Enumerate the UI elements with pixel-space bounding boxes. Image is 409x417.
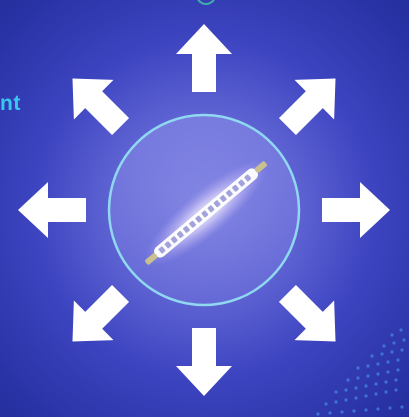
arrow-icon [268, 274, 356, 362]
decorative-swoosh [198, 0, 214, 4]
decorative-dot-pattern [316, 328, 405, 415]
arrow-icon [322, 182, 390, 238]
arrow-icon [53, 274, 141, 362]
arrow-icon [268, 59, 356, 147]
arrow-icon [53, 59, 141, 147]
arrow-icon [176, 24, 232, 92]
arrow-icon [18, 182, 86, 238]
caption-text: nt [0, 92, 21, 116]
arrow-icon [176, 328, 232, 396]
